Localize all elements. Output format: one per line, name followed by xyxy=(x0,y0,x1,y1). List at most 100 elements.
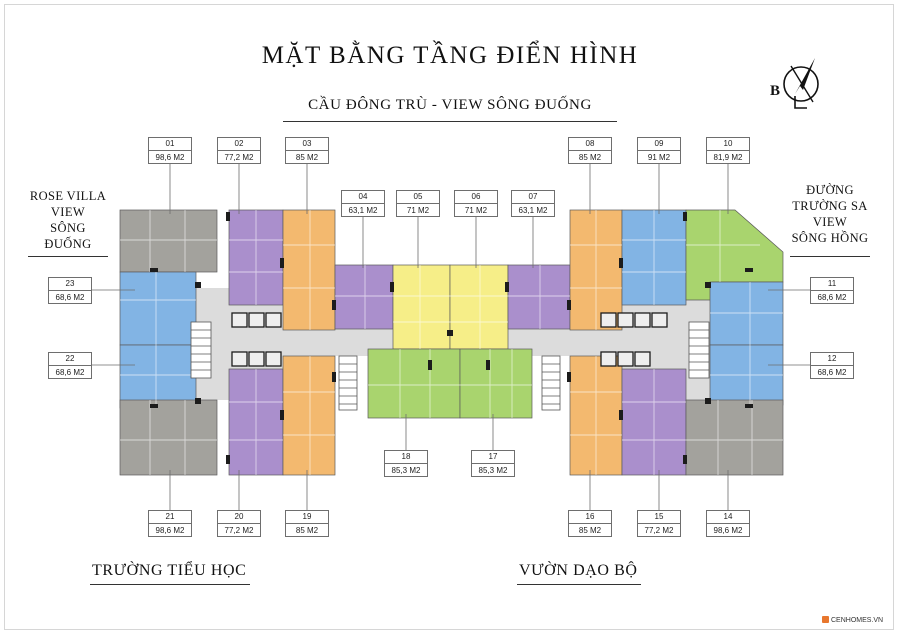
stairs-icon xyxy=(190,321,212,379)
page-subtitle: CẦU ĐÔNG TRÙ - VIEW SÔNG ĐUỐNG xyxy=(308,97,592,113)
elevator-icon xyxy=(231,351,248,367)
north-arrow-compass-icon xyxy=(783,58,819,109)
unit-number: 05 xyxy=(397,191,439,204)
unit-label-19: 19 85 M2 xyxy=(285,510,329,537)
unit-17 xyxy=(459,348,533,419)
unit-11 xyxy=(709,281,784,346)
unit-number: 18 xyxy=(385,451,427,464)
unit-number: 06 xyxy=(455,191,497,204)
unit-area: 98,6 M2 xyxy=(155,153,185,162)
leader-lines xyxy=(92,164,810,510)
unit-number: 07 xyxy=(512,191,554,204)
unit-area: 91 M2 xyxy=(647,153,671,162)
unit-label-03: 03 85 M2 xyxy=(285,137,329,164)
unit-area: 85,3 M2 xyxy=(391,466,421,475)
elevator-icon xyxy=(600,351,617,367)
left-view-line: ĐUỐNG xyxy=(44,237,92,251)
unit-05 xyxy=(392,264,451,350)
landmark-underline xyxy=(90,584,250,585)
unit-22 xyxy=(119,344,197,409)
structural-columns xyxy=(150,212,753,464)
elevator-icon xyxy=(600,312,617,328)
stairs-icon xyxy=(541,355,561,411)
unit-number: 14 xyxy=(707,511,749,524)
unit-label-11: 11 68,6 M2 xyxy=(810,277,854,304)
unit-area: 98,6 M2 xyxy=(713,526,743,535)
unit-14 xyxy=(685,399,784,476)
landmark-underline xyxy=(517,584,641,585)
unit-area: 85 M2 xyxy=(578,153,602,162)
unit-label-09: 09 91 M2 xyxy=(637,137,681,164)
right-view-label: ĐƯỜNG TRƯỜNG SA VIEW SÔNG HỒNG xyxy=(786,182,874,246)
right-view-line: VIEW xyxy=(812,215,848,229)
unit-label-20: 20 77,2 M2 xyxy=(217,510,261,537)
unit-label-04: 04 63,1 M2 xyxy=(341,190,385,217)
unit-number: 10 xyxy=(707,138,749,151)
unit-number: 09 xyxy=(638,138,680,151)
unit-area: 85 M2 xyxy=(295,153,319,162)
elevator-icon xyxy=(634,351,651,367)
unit-label-14: 14 98,6 M2 xyxy=(706,510,750,537)
subtitle-underline xyxy=(283,121,617,122)
unit-number: 20 xyxy=(218,511,260,524)
compass-label: B xyxy=(770,83,780,99)
watermark-text: CENHOMES.VN xyxy=(831,617,884,624)
elevator-icon xyxy=(265,312,282,328)
page-frame xyxy=(4,4,894,630)
unit-label-18: 18 85,3 M2 xyxy=(384,450,428,477)
unit-area: 77,2 M2 xyxy=(224,526,254,535)
unit-area: 85 M2 xyxy=(295,526,319,535)
unit-area: 81,9 M2 xyxy=(713,153,743,162)
right-view-line: ĐƯỜNG xyxy=(806,183,854,197)
stairs-icon xyxy=(688,321,710,379)
landmark-walking-garden: VƯỜN DẠO BỘ xyxy=(519,562,638,579)
unit-number: 02 xyxy=(218,138,260,151)
unit-area: 71 M2 xyxy=(406,206,430,215)
unit-number: 15 xyxy=(638,511,680,524)
unit-number: 11 xyxy=(811,278,853,291)
elevator-icon xyxy=(265,351,282,367)
unit-label-05: 05 71 M2 xyxy=(396,190,440,217)
unit-18 xyxy=(367,348,461,419)
landmark-primary-school: TRƯỜNG TIỂU HỌC xyxy=(92,562,247,579)
left-view-label: ROSE VILLA VIEW SÔNG ĐUỐNG xyxy=(22,188,114,252)
left-view-line: ROSE VILLA xyxy=(29,189,107,203)
logo-icon xyxy=(822,616,829,623)
right-view-underline xyxy=(790,256,870,257)
unit-area: 77,2 M2 xyxy=(224,153,254,162)
unit-number: 03 xyxy=(286,138,328,151)
unit-number: 19 xyxy=(286,511,328,524)
elevator-icon xyxy=(248,351,265,367)
unit-label-23: 23 68,6 M2 xyxy=(48,277,92,304)
unit-area: 98,6 M2 xyxy=(155,526,185,535)
unit-number: 23 xyxy=(49,278,91,291)
stairs-icon xyxy=(338,355,358,411)
elevator-cores xyxy=(231,312,668,367)
unit-number: 04 xyxy=(342,191,384,204)
unit-07 xyxy=(507,264,571,330)
unit-23 xyxy=(119,271,197,346)
unit-area: 68,6 M2 xyxy=(55,293,85,302)
unit-label-02: 02 77,2 M2 xyxy=(217,137,261,164)
unit-number: 17 xyxy=(472,451,514,464)
unit-03 xyxy=(282,209,336,331)
unit-label-10: 10 81,9 M2 xyxy=(706,137,750,164)
unit-06 xyxy=(449,264,509,350)
unit-number: 08 xyxy=(569,138,611,151)
unit-21 xyxy=(119,399,218,476)
unit-label-08: 08 85 M2 xyxy=(568,137,612,164)
unit-area: 63,1 M2 xyxy=(518,206,548,215)
unit-number: 22 xyxy=(49,353,91,366)
unit-label-07: 07 63,1 M2 xyxy=(511,190,555,217)
unit-area: 85,3 M2 xyxy=(478,466,508,475)
unit-area: 68,6 M2 xyxy=(817,368,847,377)
unit-area: 63,1 M2 xyxy=(348,206,378,215)
unit-19 xyxy=(282,355,336,476)
unit-area: 68,6 M2 xyxy=(817,293,847,302)
